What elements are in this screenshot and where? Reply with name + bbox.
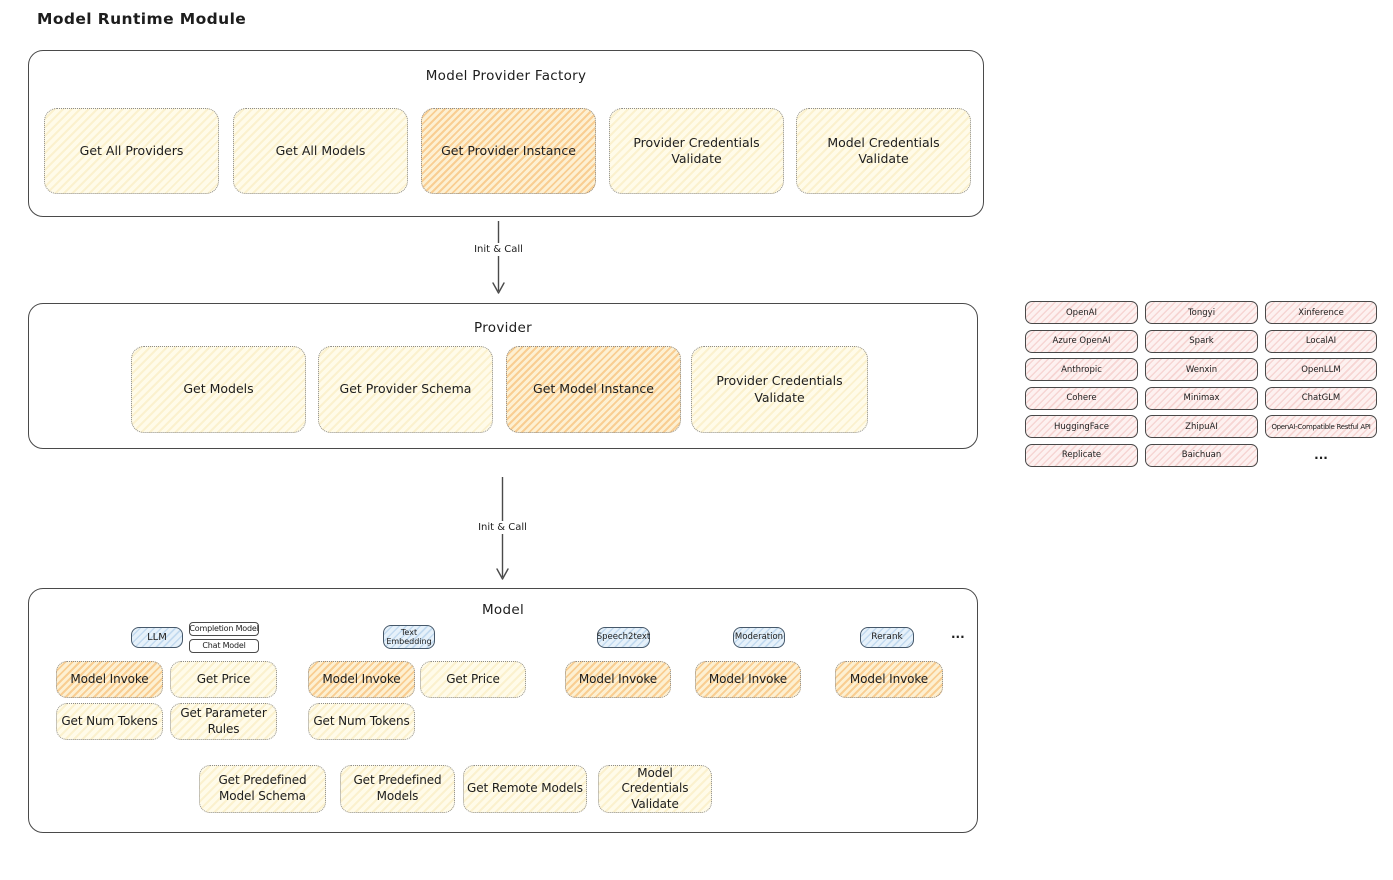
arrow-label-init-call-2: Init & Call <box>474 521 531 534</box>
node-get-model-instance: Get Model Instance <box>506 346 681 433</box>
node-llm-get-price: Get Price <box>170 661 277 698</box>
node-get-provider-instance: Get Provider Instance <box>421 108 596 194</box>
node-moderation-model-invoke: Model Invoke <box>695 661 801 698</box>
provider-pill-openai: OpenAI <box>1025 301 1138 324</box>
provider-pill-azure-openai: Azure OpenAI <box>1025 329 1138 353</box>
provider-pill-xinference: Xinference <box>1265 301 1377 324</box>
provider-pill-openllm: OpenLLM <box>1265 358 1377 381</box>
arrow-down-icon <box>492 221 505 294</box>
node-provider-credentials-validate-2: Provider Credentials Validate <box>691 346 868 433</box>
page-title: Model Runtime Module <box>37 10 247 28</box>
tab-llm: LLM <box>131 627 183 648</box>
node-get-predefined-model-schema: Get Predefined Model Schema <box>199 765 326 813</box>
provider-pill-chatglm: ChatGLM <box>1265 386 1377 410</box>
node-rerank-model-invoke: Model Invoke <box>835 661 943 698</box>
provider-list-more: ... <box>1314 448 1328 462</box>
provider-pill-wenxin: Wenxin <box>1145 358 1258 381</box>
node-model-credentials-validate-2: Model Credentials Validate <box>598 765 712 813</box>
provider-box: Provider Get Models Get Provider Schema … <box>28 303 992 465</box>
provider-title: Provider <box>474 320 532 336</box>
tabs-more: ... <box>951 627 965 641</box>
node-get-models: Get Models <box>131 346 306 433</box>
node-get-all-models: Get All Models <box>233 108 408 194</box>
node-get-predefined-models: Get Predefined Models <box>340 765 455 813</box>
tab-chat-model: Chat Model <box>189 639 259 653</box>
node-llm-get-num-tokens: Get Num Tokens <box>56 703 163 740</box>
provider-pill-minimax: Minimax <box>1145 386 1258 410</box>
provider-pill-openai-compatible-restful-api: OpenAI-Compatible Restful API <box>1265 415 1377 438</box>
node-llm-model-invoke: Model Invoke <box>56 661 163 698</box>
node-get-all-providers: Get All Providers <box>44 108 219 194</box>
tab-text-embedding: Text Embedding <box>383 625 435 649</box>
provider-list: OpenAI Tongyi Xinference Azure OpenAI Sp… <box>1025 301 1379 467</box>
tab-speech2text: Speech2text <box>597 627 650 648</box>
node-get-remote-models: Get Remote Models <box>463 765 587 813</box>
node-model-credentials-validate: Model Credentials Validate <box>796 108 971 194</box>
node-provider-credentials-validate: Provider Credentials Validate <box>609 108 784 194</box>
node-llm-get-parameter-rules: Get Parameter Rules <box>170 703 277 740</box>
factory-box: Model Provider Factory Get All Providers… <box>28 50 984 217</box>
node-get-provider-schema: Get Provider Schema <box>318 346 493 433</box>
provider-pill-localai: LocalAI <box>1265 329 1377 353</box>
provider-pill-spark: Spark <box>1145 329 1258 353</box>
model-title: Model <box>481 602 525 618</box>
node-speech2text-model-invoke: Model Invoke <box>565 661 671 698</box>
node-embedding-get-price: Get Price <box>420 661 526 698</box>
provider-pill-cohere: Cohere <box>1025 386 1138 410</box>
factory-title: Model Provider Factory <box>425 68 587 84</box>
arrow-label-init-call-1: Init & Call <box>470 243 527 256</box>
provider-pill-anthropic: Anthropic <box>1025 358 1138 381</box>
arrow-factory-to-provider: Init & Call <box>470 221 527 295</box>
model-box: Model LLM Completion Model Chat Model Te… <box>28 588 992 849</box>
node-embedding-model-invoke: Model Invoke <box>308 661 415 698</box>
tab-completion-model: Completion Model <box>189 622 259 636</box>
arrow-provider-to-model: Init & Call <box>474 477 531 581</box>
node-embedding-get-num-tokens: Get Num Tokens <box>308 703 415 740</box>
provider-pill-replicate: Replicate <box>1025 443 1138 467</box>
tab-moderation: Moderation <box>733 627 785 648</box>
provider-pill-baichuan: Baichuan <box>1145 443 1258 467</box>
provider-pill-zhipuai: ZhipuAI <box>1145 415 1258 438</box>
provider-pill-huggingface: HuggingFace <box>1025 415 1138 438</box>
tab-rerank: Rerank <box>860 627 914 648</box>
provider-pill-tongyi: Tongyi <box>1145 301 1258 324</box>
